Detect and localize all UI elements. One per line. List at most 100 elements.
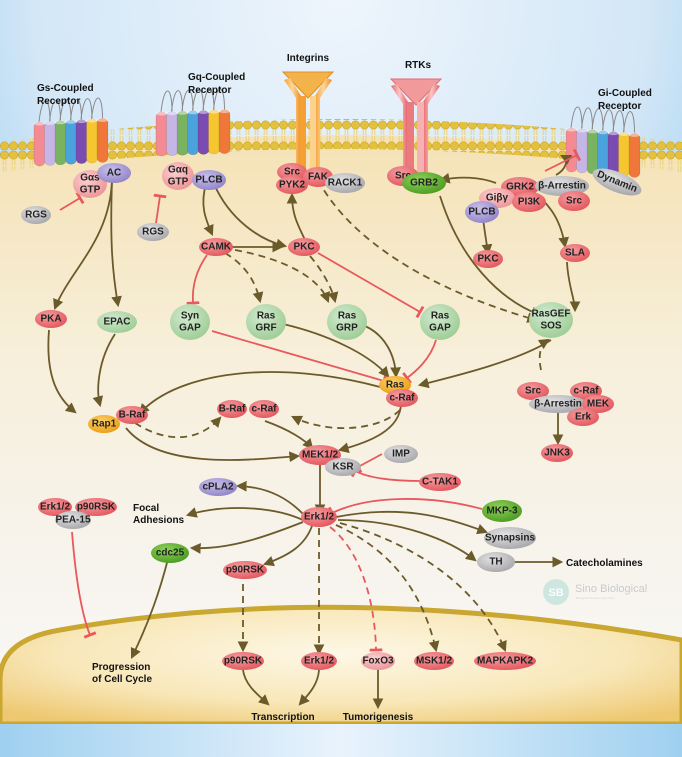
node-src-barr[interactable]: Src — [517, 382, 549, 400]
node-foxo3[interactable]: FoxO3 — [361, 652, 395, 670]
node-craf-dimer[interactable]: c-Raf — [249, 400, 279, 418]
edge-rap1-braf-dimer — [134, 416, 222, 439]
node-label: p90RSK — [226, 565, 265, 576]
edge-cdc25-cellcycle — [130, 558, 169, 659]
node-grb2[interactable]: GRB2 — [402, 172, 446, 194]
node-label: Ras — [257, 311, 276, 322]
node-label: Src — [395, 171, 412, 182]
node-pkc-gi[interactable]: PKC — [473, 250, 503, 268]
node-camk[interactable]: CAMK — [199, 238, 233, 256]
node-p90-pea[interactable]: p90RSK — [75, 498, 117, 516]
node-msk12[interactable]: MSK1/2 — [414, 652, 454, 670]
cell-cycle-label-2: of Cell Cycle — [92, 674, 152, 685]
node-ac[interactable]: AC — [97, 163, 131, 183]
node-label: β-Arrestin — [538, 181, 586, 192]
node-synapsins[interactable]: Synapsins — [484, 527, 536, 549]
node-pka[interactable]: PKA — [35, 310, 67, 328]
node-label: Gαq — [168, 165, 188, 176]
node-label: SLA — [565, 248, 585, 259]
node-label: AC — [107, 168, 121, 179]
node-rgs-left[interactable]: RGS — [21, 206, 51, 224]
edge-ras-braf — [138, 371, 381, 415]
node-th[interactable]: TH — [477, 552, 515, 572]
edge-pkc-pyk2 — [286, 192, 306, 241]
node-mkp3[interactable]: MKP-3 — [482, 500, 522, 522]
node-src-int[interactable]: Src — [277, 163, 307, 181]
node-cpla2[interactable]: cPLA2 — [199, 478, 237, 496]
node-label: PKC — [293, 242, 314, 253]
node-label: Erk — [575, 412, 592, 423]
node-p90rsk-nuc[interactable]: p90RSK — [222, 652, 264, 670]
node-label: Synapsins — [485, 533, 535, 544]
rtk-receptor — [389, 78, 443, 182]
catecholamines-label: Catecholamines — [566, 558, 643, 569]
node-label: FAK — [308, 172, 329, 183]
edge-pi3k-src-gi — [555, 155, 573, 176]
node-braf-dimer[interactable]: B-Raf — [217, 400, 247, 418]
node-pyk2[interactable]: PYK2 — [276, 176, 308, 194]
node-jnk3[interactable]: JNK3 — [541, 444, 573, 462]
node-label: RasGEF — [532, 309, 571, 320]
node-label: Src — [284, 167, 301, 178]
edge-barr-rasgef — [537, 338, 550, 371]
edge-camk-rasgrp — [234, 249, 330, 304]
edges — [47, 148, 582, 710]
node-label: TH — [489, 557, 502, 568]
sino-biological-watermark: SB Sino Biological Biological Solution S… — [543, 579, 647, 605]
node-braf-rap[interactable]: B-Raf — [116, 406, 148, 424]
node-label: PI3K — [518, 197, 541, 208]
node-rack1[interactable]: RACK1 — [325, 173, 365, 193]
node-pi3k[interactable]: PI3K — [512, 192, 546, 212]
node-label: B-Raf — [219, 404, 246, 415]
edge-grk2-gpcr — [544, 148, 582, 172]
node-label: GAP — [179, 323, 201, 334]
node-rgs-mid[interactable]: RGS — [137, 223, 169, 241]
node-barr-complex[interactable]: β-Arrestin — [529, 395, 587, 413]
node-craf-ras[interactable]: c-Raf — [386, 389, 418, 407]
node-p90rsk-cyto[interactable]: p90RSK — [223, 561, 267, 579]
node-erk-barr[interactable]: Erk — [567, 408, 599, 426]
node-label: RACK1 — [328, 178, 363, 189]
node-label: IMP — [392, 449, 410, 460]
edge-braf-mek — [125, 427, 301, 463]
node-plcb-gq[interactable]: PLCB — [192, 170, 226, 190]
node-sla[interactable]: SLA — [560, 244, 590, 262]
node-label: KSR — [332, 462, 354, 473]
node-label: PEA-15 — [55, 515, 90, 526]
node-mek12[interactable]: MEK1/2 — [299, 445, 341, 465]
edge-pkc-rasgrp — [309, 255, 339, 304]
node-plcb-gi[interactable]: PLCB — [465, 201, 499, 223]
node-label: MEK1/2 — [302, 450, 339, 461]
node-ksr[interactable]: KSR — [325, 458, 361, 476]
node-label: GRF — [255, 323, 276, 334]
node-mapkapk2[interactable]: MAPKAPK2 — [474, 652, 536, 670]
node-erk12-nuc[interactable]: Erk1/2 — [301, 652, 337, 670]
edge-erk-cdc25 — [189, 521, 304, 554]
node-cdc25[interactable]: cdc25 — [151, 543, 189, 563]
edge-fak-rasgef — [317, 179, 539, 323]
node-erk-pea[interactable]: Erk1/2 — [38, 498, 72, 516]
node-rap1[interactable]: Rap1 — [88, 415, 120, 433]
node-src-gi[interactable]: Src — [558, 191, 590, 211]
node-pea15[interactable]: PEA-15 — [55, 511, 91, 529]
node-epac[interactable]: EPAC — [97, 311, 137, 333]
node-erk12[interactable]: Erk1/2 — [301, 507, 337, 527]
node-label: GAP — [429, 323, 451, 334]
node-imp[interactable]: IMP — [384, 445, 418, 463]
node-mek-barr[interactable]: MEK — [582, 395, 614, 413]
node-barr-gi[interactable]: β-Arrestin — [535, 176, 589, 196]
focal-adhesions-label: Focal — [133, 503, 159, 514]
node-pkc-mid[interactable]: PKC — [288, 238, 320, 256]
edge-rasgrp-ras — [364, 325, 401, 379]
node-ctak1[interactable]: C-TAK1 — [419, 473, 461, 491]
edge-erk-p90rsk — [262, 525, 313, 567]
edge-mkp3-erk — [328, 498, 483, 520]
node-dynamin[interactable]: Dynamin — [589, 163, 645, 201]
gi-receptor-title: Gi-Coupled — [598, 88, 652, 99]
